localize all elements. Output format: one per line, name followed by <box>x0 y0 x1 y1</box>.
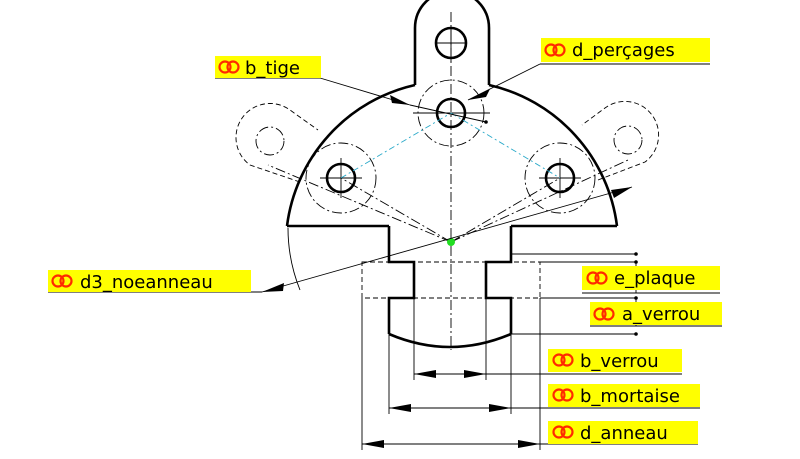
label-text: d3_noeanneau <box>80 272 213 293</box>
label-d-anneau[interactable]: d_anneau <box>548 421 698 444</box>
label-text: d_anneau <box>580 423 668 444</box>
label-d-percages[interactable]: d_perçages <box>541 38 710 62</box>
ghost-lug-right <box>581 101 659 181</box>
anneau-arc <box>287 227 301 291</box>
link-chain-icon <box>552 388 574 402</box>
link-chain-icon <box>218 60 240 74</box>
label-b-tige[interactable]: b_tige <box>215 56 321 79</box>
label-text: b_verrou <box>580 351 659 372</box>
link-chain-icon <box>586 271 608 285</box>
center-point <box>447 238 455 246</box>
leader-lines <box>48 63 722 336</box>
label-text: d_perçages <box>572 40 675 61</box>
link-chain-icon <box>51 274 73 288</box>
link-chain-icon <box>593 307 615 321</box>
ghost-lug-left <box>235 103 319 183</box>
link-chain-icon <box>552 353 574 367</box>
label-text: a_verrou <box>622 304 700 325</box>
label-b-mortaise[interactable]: b_mortaise <box>548 384 700 407</box>
label-a-verrou[interactable]: a_verrou <box>590 302 722 325</box>
label-text: e_plaque <box>614 268 695 289</box>
label-text: b_tige <box>245 58 300 79</box>
part-outline <box>285 0 619 349</box>
link-chain-icon <box>552 425 574 439</box>
mortise-outline <box>361 261 541 299</box>
label-text: b_mortaise <box>580 386 680 407</box>
label-e-plaque[interactable]: e_plaque <box>582 266 720 290</box>
label-b-verrou[interactable]: b_verrou <box>548 349 682 372</box>
label-d3-noeanneau[interactable]: d3_noeanneau <box>48 270 251 293</box>
link-chain-icon <box>544 43 566 57</box>
construction-lines <box>267 12 629 350</box>
